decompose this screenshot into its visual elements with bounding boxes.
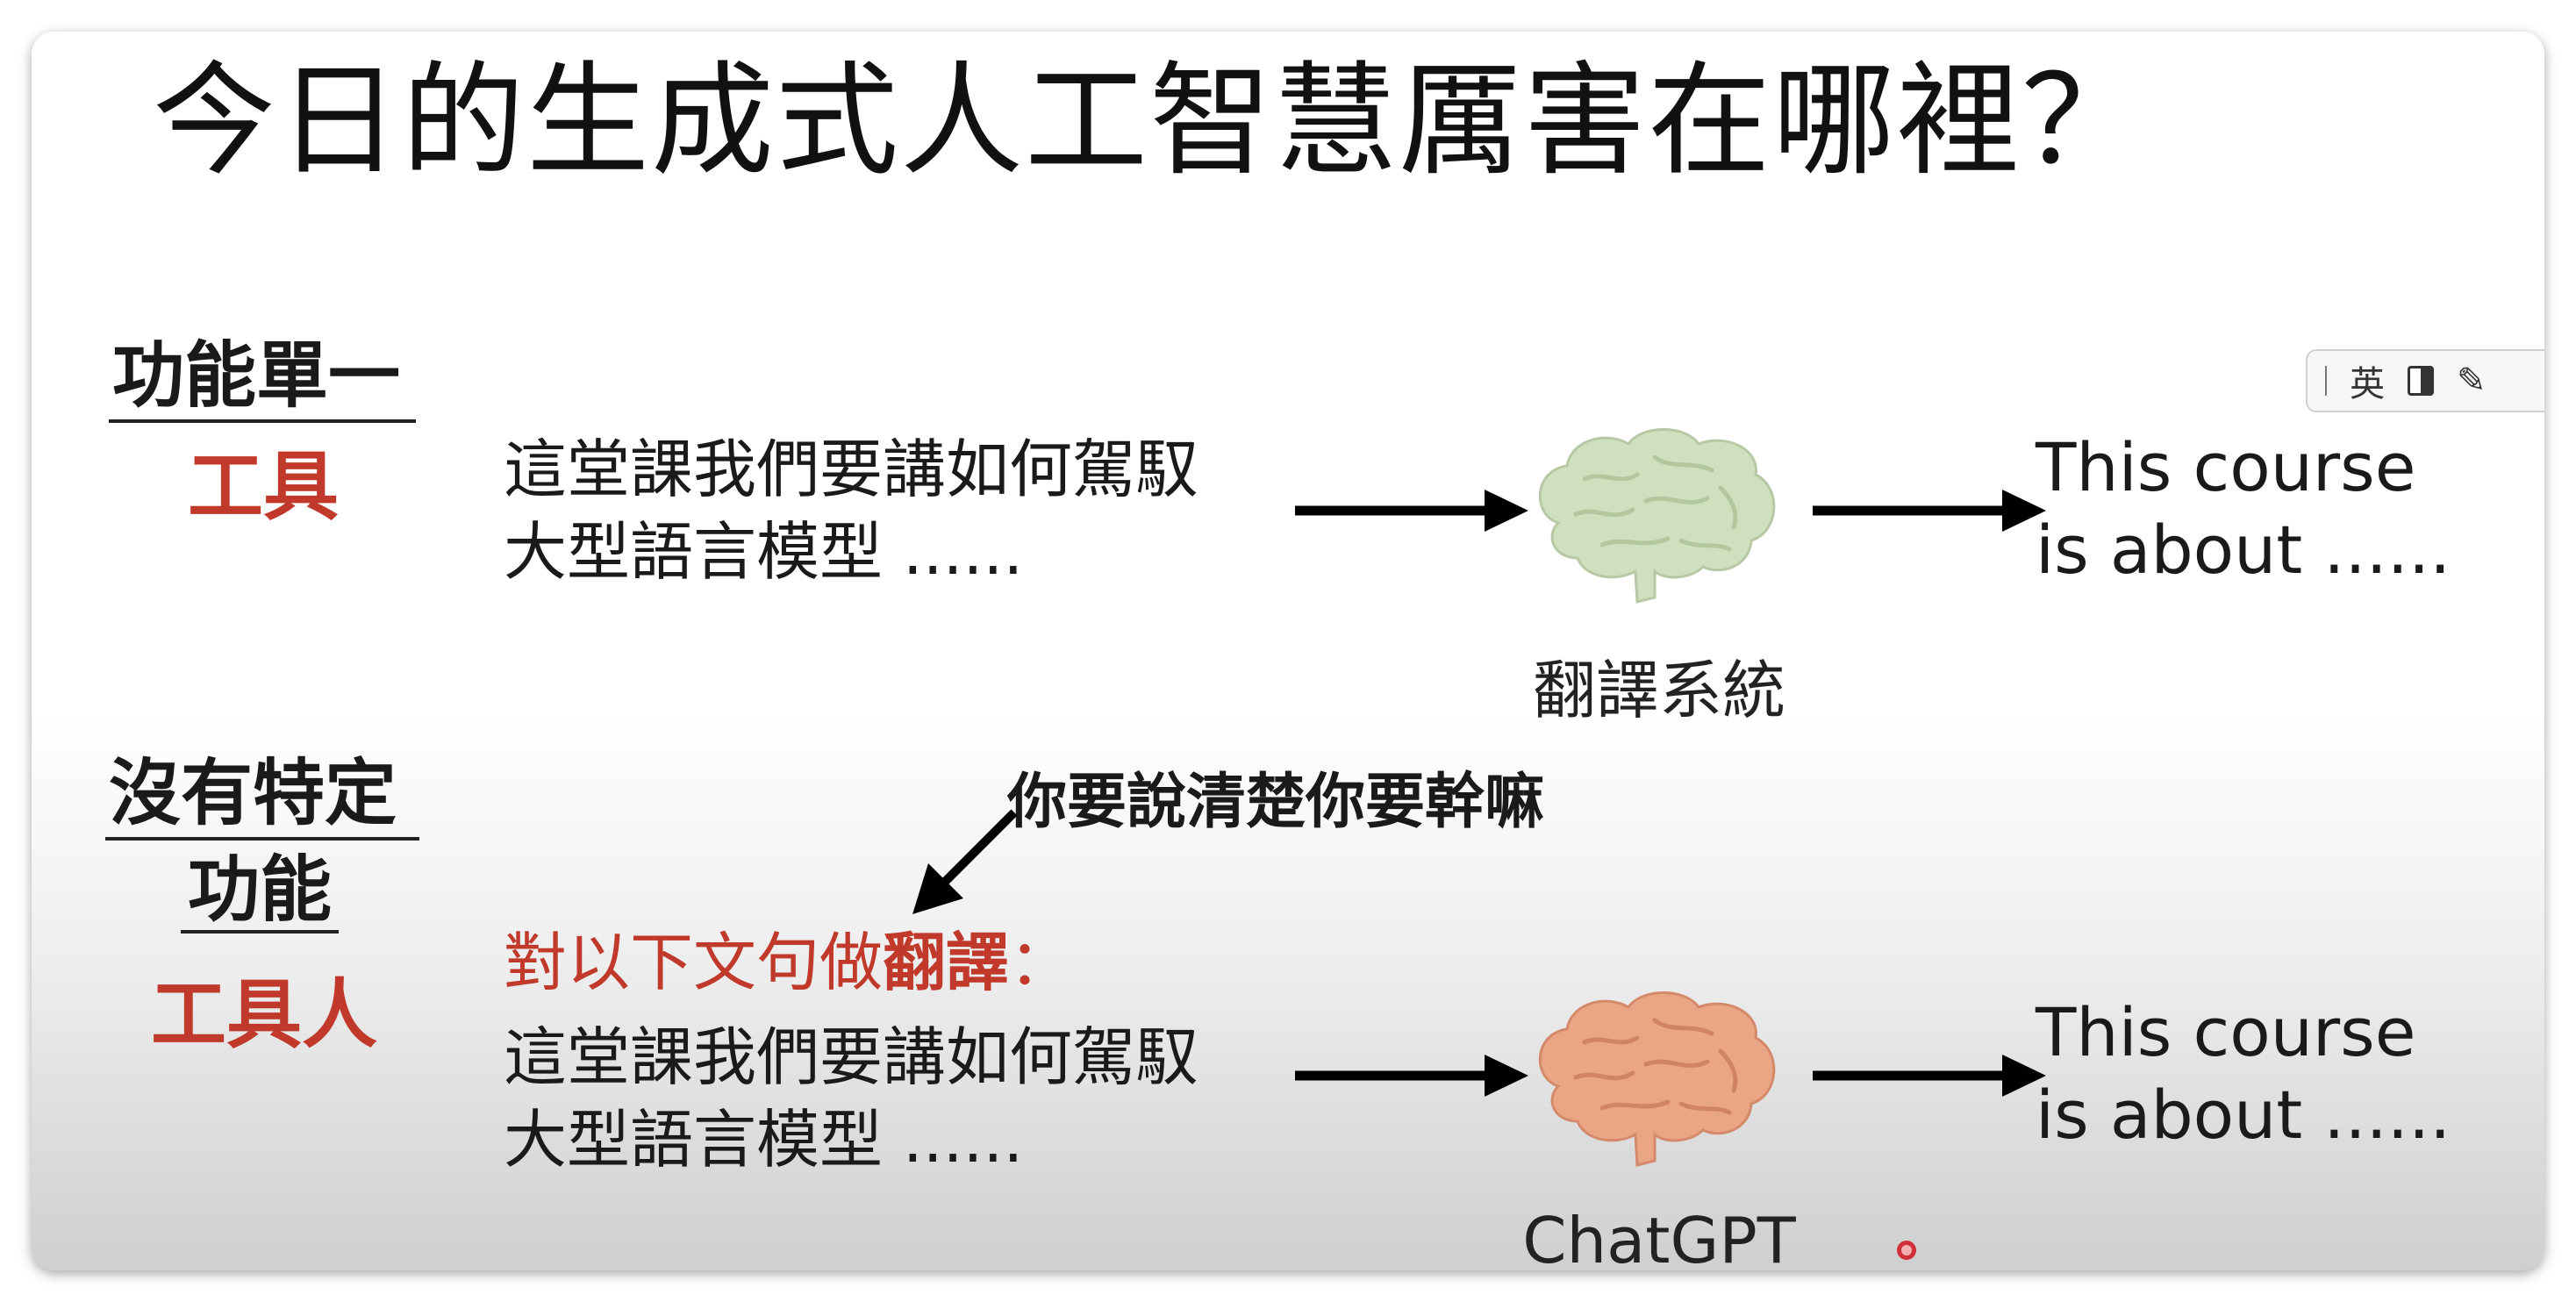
arrow-down-left-icon — [912, 809, 1018, 914]
row2-model-caption: ChatGPT — [1522, 1204, 1796, 1270]
row2-heading-line2: 功能 — [188, 848, 333, 932]
row2-input-line2: 大型語言模型 ...... — [504, 1103, 1024, 1177]
row1-output-text: This course is about ...... — [2036, 426, 2451, 591]
row1-input-line1: 這堂課我們要講如何駕馭 — [504, 433, 1199, 506]
settings-pen-icon[interactable]: ✎ — [2457, 361, 2487, 401]
row1-output-line2: is about ...... — [2036, 511, 2451, 589]
half-width-icon[interactable] — [2408, 366, 2434, 396]
slide: 今日的生成式人工智慧厲害在哪裡？ 功能單一 工具 這堂課我們要講如何駕馭 大型語… — [32, 32, 2544, 1270]
arrow-right-icon — [1295, 1055, 1528, 1097]
row1-output-line1: This course — [2036, 428, 2416, 506]
row1-input-line2: 大型語言模型 ...... — [504, 515, 1024, 589]
row1-model-caption: 翻譯系統 — [1532, 654, 1785, 727]
instruction-suffix: ： — [1009, 926, 1073, 999]
brain-icon — [1538, 991, 1776, 1167]
instruction-prefix: 對以下文句做 — [504, 926, 884, 999]
row1-label: 工具 — [188, 443, 339, 531]
slide-title: 今日的生成式人工智慧厲害在哪裡？ — [153, 50, 2147, 193]
arrow-right-icon — [1813, 490, 2046, 532]
arrow-right-icon — [1813, 1055, 2046, 1097]
hint-note: 你要說清楚你要幹嘛 — [1007, 768, 1545, 837]
row1-input-text: 這堂課我們要講如何駕馭 大型語言模型 ...... — [504, 428, 1199, 593]
row2-output-line1: This course — [2036, 993, 2416, 1071]
arrow-right-icon — [1295, 490, 1528, 532]
drag-handle-icon[interactable] — [2325, 366, 2327, 396]
row1-heading-underline — [109, 419, 416, 423]
ime-mode-toggle[interactable]: 英 — [2350, 364, 2385, 404]
instruction-text: 對以下文句做翻譯： — [504, 911, 1072, 1003]
row2-label: 工具人 — [151, 971, 377, 1059]
row2-heading-line1: 沒有特定 — [109, 752, 397, 835]
brain-icon — [1538, 428, 1776, 604]
instruction-emphasis: 翻譯 — [883, 926, 1010, 999]
row2-input-text: 這堂課我們要講如何駕馭 大型語言模型 ...... — [504, 1016, 1199, 1181]
row1-heading: 功能單一 — [112, 334, 401, 418]
row2-heading-underline-1 — [105, 837, 419, 841]
row2-output-line2: is about ...... — [2036, 1076, 2451, 1154]
row2-heading-underline-2 — [181, 930, 339, 934]
row2-input-line1: 這堂課我們要講如何駕馭 — [504, 1020, 1199, 1094]
ime-toolbar[interactable]: 英 ✎ — [2306, 349, 2544, 412]
row2-output-text: This course is about ...... — [2036, 991, 2451, 1156]
laser-pointer-dot — [1897, 1241, 1916, 1260]
